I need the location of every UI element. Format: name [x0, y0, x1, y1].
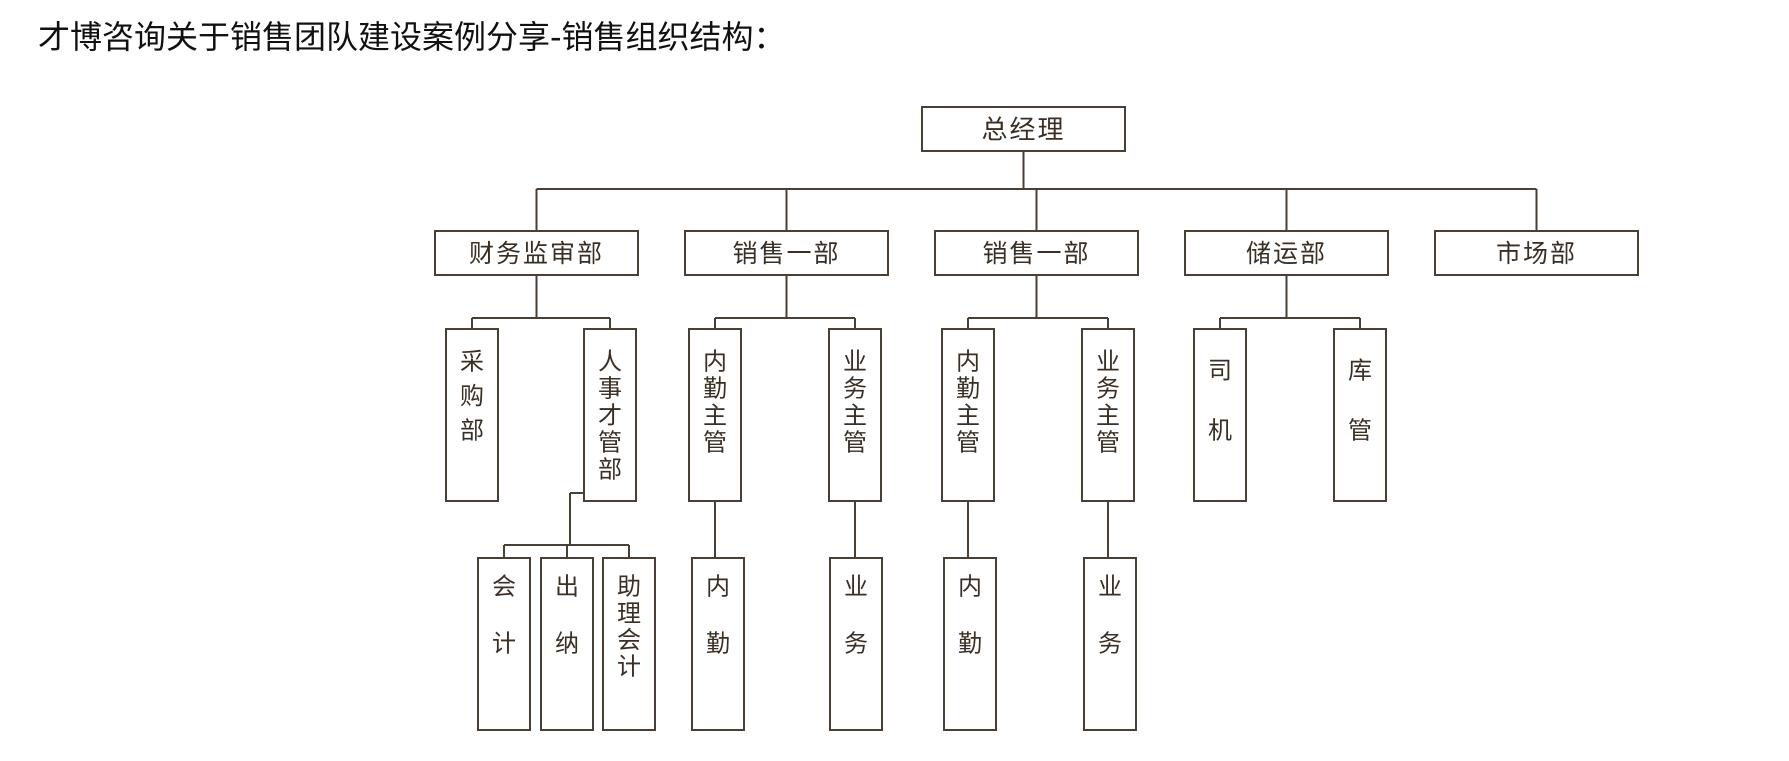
node-dept-2-box	[934, 230, 1139, 276]
node-l2-1-1-label: 业务主管	[843, 348, 867, 457]
node-l2-1-0-label: 内勤主管	[703, 348, 727, 457]
node-l3-0-1-0-label: 会计	[492, 573, 516, 658]
node-root-label: 总经理	[981, 115, 1065, 145]
node-l2-0-0-box	[445, 328, 499, 502]
node-dept-1-box	[684, 230, 889, 276]
page-title: 才博咨询关于销售团队建设案例分享-销售组织结构：	[38, 18, 786, 56]
org-nodes: 总经理财务监审部采购部人事才管部会计出纳助理会计销售一部内勤主管内勤业务主管业务…	[434, 106, 1639, 731]
node-l2-2-0-label: 内勤主管	[956, 348, 980, 457]
node-l3-2-1-0: 业务	[1083, 557, 1137, 731]
node-root: 总经理	[921, 106, 1126, 152]
node-l3-0-1-1: 出纳	[540, 557, 594, 731]
node-l2-0-0-label: 采购部	[460, 348, 484, 445]
node-l3-1-1-0-box	[829, 557, 883, 731]
node-dept-2-label: 销售一部	[982, 239, 1090, 268]
node-l3-0-1-0-box	[477, 557, 531, 731]
node-dept-3-label: 储运部	[1246, 239, 1327, 268]
node-l2-0-1: 人事才管部	[583, 328, 637, 502]
node-l2-3-0-box	[1193, 328, 1247, 502]
node-l3-0-1-2-label: 助理会计	[617, 573, 641, 681]
node-l3-1-0-0-label: 内勤	[706, 573, 730, 658]
node-dept-3: 储运部	[1184, 230, 1389, 276]
node-dept-2: 销售一部	[934, 230, 1139, 276]
node-l2-1-1: 业务主管	[828, 328, 882, 502]
node-l3-2-0-0-label: 内勤	[958, 573, 982, 658]
node-l2-2-1-label: 业务主管	[1096, 348, 1120, 457]
node-l2-3-0: 司机	[1193, 328, 1247, 502]
node-l2-1-0-box	[688, 328, 742, 502]
node-l2-1-1-box	[828, 328, 882, 502]
node-l2-0-0: 采购部	[445, 328, 499, 502]
node-l3-0-1-1-label: 出纳	[555, 573, 579, 658]
node-l2-2-0: 内勤主管	[941, 328, 995, 502]
node-l2-0-1-box	[583, 328, 637, 502]
node-l2-2-0-box	[941, 328, 995, 502]
node-l3-0-1-0: 会计	[477, 557, 531, 731]
node-dept-4: 市场部	[1434, 230, 1639, 276]
node-l3-1-1-0-label: 业务	[844, 573, 868, 658]
node-l2-3-1-box	[1333, 328, 1387, 502]
node-dept-1: 销售一部	[684, 230, 889, 276]
node-l3-0-1-2-box	[602, 557, 656, 731]
node-l3-1-1-0: 业务	[829, 557, 883, 731]
node-dept-0: 财务监审部	[434, 230, 639, 276]
node-dept-4-box	[1434, 230, 1639, 276]
node-l2-3-1: 库管	[1333, 328, 1387, 502]
node-l2-2-1: 业务主管	[1081, 328, 1135, 502]
node-root-box	[921, 106, 1126, 152]
node-l2-3-0-label: 司机	[1208, 357, 1232, 445]
node-dept-1-label: 销售一部	[732, 239, 840, 268]
node-l3-0-1-2: 助理会计	[602, 557, 656, 731]
node-l3-2-0-0-box	[943, 557, 997, 731]
node-l2-0-1-label: 人事才管部	[598, 348, 622, 484]
node-dept-4-label: 市场部	[1496, 239, 1577, 268]
node-l3-2-1-0-label: 业务	[1098, 573, 1122, 658]
node-l2-2-1-box	[1081, 328, 1135, 502]
node-l3-0-1-1-box	[540, 557, 594, 731]
node-l3-1-0-0: 内勤	[691, 557, 745, 731]
node-l2-1-0: 内勤主管	[688, 328, 742, 502]
node-l2-3-1-label: 库管	[1348, 357, 1372, 445]
node-dept-3-box	[1184, 230, 1389, 276]
node-l3-2-0-0: 内勤	[943, 557, 997, 731]
node-l3-1-0-0-box	[691, 557, 745, 731]
node-dept-0-box	[434, 230, 639, 276]
node-l3-2-1-0-box	[1083, 557, 1137, 731]
node-dept-0-label: 财务监审部	[469, 239, 604, 268]
